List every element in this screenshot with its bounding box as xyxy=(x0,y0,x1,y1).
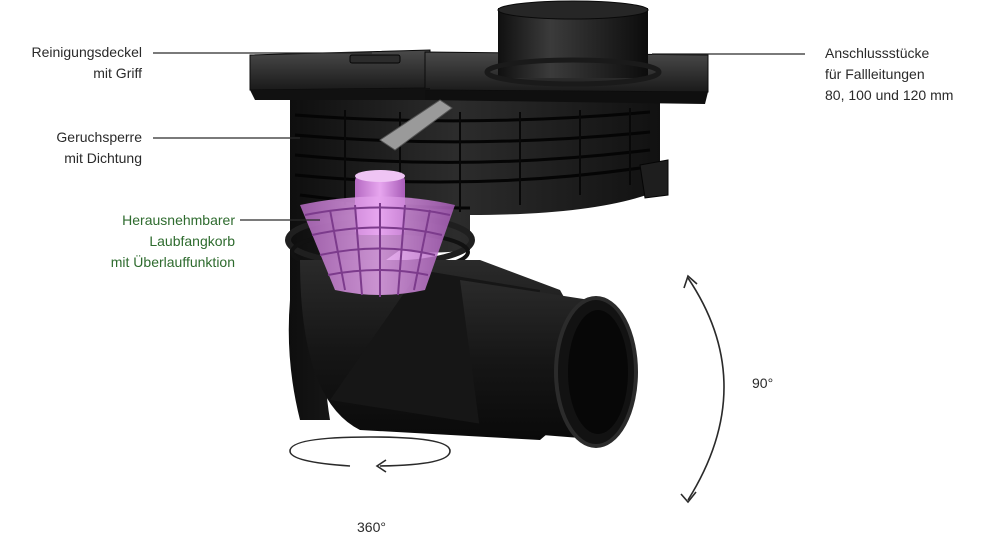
basket-cage xyxy=(300,196,455,295)
rotation-90-arrow xyxy=(680,274,725,504)
label-connectors: Anschlussstücke für Fallleitungen 80, 10… xyxy=(825,43,953,106)
leader-lines xyxy=(153,52,805,221)
label-connectors-line-1: Anschlussstücke xyxy=(825,45,930,61)
label-connectors-line-3: 80, 100 und 120 mm xyxy=(825,87,954,103)
rotation-360-arrow xyxy=(289,436,451,473)
label-leaf-basket: Herausnehmbarer Laubfangkorb mit Überlau… xyxy=(111,210,235,273)
label-cleaning-cover: Reinigungsdeckel mit Griff xyxy=(31,42,142,84)
leaf-basket xyxy=(300,170,455,297)
label-odor-seal: Geruchsperre mit Dichtung xyxy=(56,127,142,169)
mounting-tab xyxy=(639,159,669,199)
label-basket-line-2: Laubfangkorb xyxy=(149,233,235,249)
cleaning-cover xyxy=(249,49,431,91)
label-basket-line-1: Herausnehmbarer xyxy=(122,212,235,228)
label-basket-line-3: mit Überlauffunktion xyxy=(110,254,235,270)
label-connectors-line-2: für Fallleitungen xyxy=(825,66,925,82)
label-cover-line-2: mit Griff xyxy=(93,65,142,81)
cover-handle xyxy=(349,54,401,64)
label-seal-line-2: mit Dichtung xyxy=(64,150,142,166)
angle-90-label: 90° xyxy=(752,375,774,391)
housing-vertical-ribs xyxy=(344,108,631,212)
odor-seal xyxy=(379,99,453,151)
downpipe-filter-illustration xyxy=(249,0,709,448)
label-cover-line-1: Reinigungsdeckel xyxy=(31,44,142,60)
angle-360-label: 360° xyxy=(357,519,386,535)
label-seal-line-1: Geruchsperre xyxy=(56,129,142,145)
connector-tube xyxy=(498,8,648,78)
